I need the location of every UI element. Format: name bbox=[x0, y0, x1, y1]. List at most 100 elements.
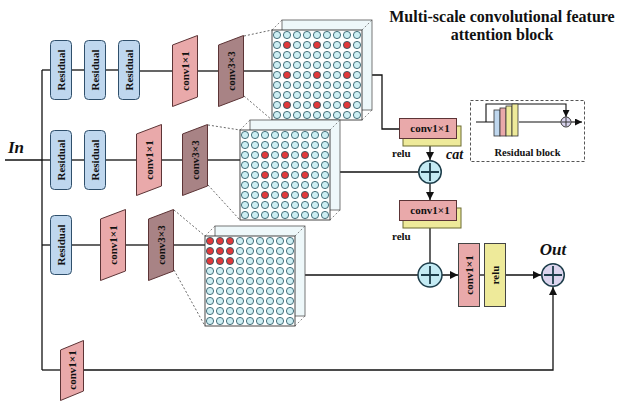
feature-cell bbox=[246, 307, 253, 314]
feature-cell bbox=[321, 211, 328, 218]
feature-cell bbox=[246, 267, 253, 274]
attention-conv-box: conv1×1 bbox=[399, 200, 461, 228]
feature-cell bbox=[273, 61, 280, 68]
feature-cell bbox=[313, 111, 320, 118]
connector bbox=[429, 146, 430, 160]
feature-cell bbox=[271, 171, 278, 178]
node-text: Residual bbox=[55, 50, 68, 91]
layer-symbol bbox=[500, 108, 506, 136]
feature-cell bbox=[246, 287, 253, 294]
node-text: conv1×1 bbox=[410, 202, 449, 218]
feature-cell bbox=[216, 277, 223, 284]
feature-cell bbox=[301, 201, 308, 208]
feature-cell bbox=[266, 257, 273, 264]
feature-cell bbox=[291, 171, 298, 178]
feature-cell bbox=[343, 51, 350, 58]
feature-cell bbox=[313, 101, 320, 108]
conv-shape bbox=[61, 340, 84, 400]
feature-cell bbox=[226, 287, 233, 294]
feature-cell bbox=[281, 161, 288, 168]
feature-cell bbox=[286, 267, 293, 274]
residual-shape bbox=[85, 131, 106, 190]
feature-cell bbox=[353, 111, 360, 118]
feature-cell bbox=[323, 71, 330, 78]
feature-cell bbox=[256, 257, 263, 264]
feature-cell bbox=[293, 71, 300, 78]
feature-cell bbox=[283, 111, 290, 118]
feature-cell bbox=[206, 297, 213, 304]
feature-cell bbox=[276, 247, 283, 254]
node-text: conv1×1 bbox=[107, 225, 120, 264]
feature-cell bbox=[246, 247, 253, 254]
feature-cell bbox=[323, 31, 330, 38]
feature-cell bbox=[241, 201, 248, 208]
feature-cell bbox=[291, 201, 298, 208]
wire bbox=[42, 159, 50, 160]
feature-cell bbox=[333, 81, 340, 88]
feature-cell bbox=[281, 151, 288, 158]
feature-cell bbox=[313, 31, 320, 38]
wire bbox=[208, 159, 240, 160]
feature-cell bbox=[271, 201, 278, 208]
feature-cell bbox=[353, 51, 360, 58]
feature-cell bbox=[283, 51, 290, 58]
feature-cell bbox=[216, 247, 223, 254]
feature-cell bbox=[236, 257, 243, 264]
perspective-line bbox=[295, 226, 305, 236]
feature-cell bbox=[321, 141, 328, 148]
feature-cell bbox=[241, 141, 248, 148]
conv-layer bbox=[400, 201, 457, 221]
feature-cell bbox=[246, 277, 253, 284]
residual-shape bbox=[51, 131, 72, 190]
feature-cell bbox=[226, 277, 233, 284]
conv1x1-box: conv1×1 bbox=[458, 243, 480, 307]
wire bbox=[42, 369, 60, 370]
node-text: conv3×3 bbox=[155, 225, 168, 264]
connector bbox=[140, 70, 172, 71]
residual-shape bbox=[51, 41, 72, 100]
feature-cell bbox=[301, 141, 308, 148]
feature-cell bbox=[216, 307, 223, 314]
feature-cell bbox=[261, 201, 268, 208]
feature-cell bbox=[241, 211, 248, 218]
output-sum-node: Out bbox=[541, 263, 565, 287]
feature-cell bbox=[261, 141, 268, 148]
feature-map-back bbox=[250, 120, 340, 210]
feature-cell bbox=[226, 267, 233, 274]
feature-cell bbox=[291, 151, 298, 158]
feature-cell bbox=[321, 171, 328, 178]
feature-cell bbox=[343, 31, 350, 38]
feature-cell bbox=[216, 267, 223, 274]
feature-cell bbox=[353, 41, 360, 48]
feature-cell bbox=[206, 237, 213, 244]
feature-map bbox=[272, 20, 372, 120]
connector bbox=[72, 244, 100, 245]
connector bbox=[106, 69, 118, 70]
feature-cell bbox=[276, 267, 283, 274]
feature-cell bbox=[273, 51, 280, 58]
feature-cell bbox=[206, 307, 213, 314]
feature-cell bbox=[241, 171, 248, 178]
feature-cell bbox=[303, 41, 310, 48]
feature-cell bbox=[206, 277, 213, 284]
feature-cell bbox=[281, 181, 288, 188]
feature-cell bbox=[286, 277, 293, 284]
feature-cell bbox=[323, 41, 330, 48]
conv-layer bbox=[400, 119, 457, 139]
feature-cell bbox=[251, 171, 258, 178]
feature-cell bbox=[241, 191, 248, 198]
feature-cell bbox=[283, 81, 290, 88]
feature-cell bbox=[283, 31, 290, 38]
feature-cell bbox=[293, 111, 300, 118]
feature-cell bbox=[283, 91, 290, 98]
feature-cell bbox=[353, 91, 360, 98]
wire bbox=[41, 70, 42, 370]
feature-cell bbox=[216, 317, 223, 324]
feature-cell bbox=[251, 181, 258, 188]
feature-cell bbox=[281, 131, 288, 138]
feature-cell bbox=[271, 161, 278, 168]
feature-cell bbox=[353, 101, 360, 108]
feature-cell bbox=[311, 171, 318, 178]
plus-sign bbox=[421, 163, 439, 181]
perspective-line bbox=[330, 210, 340, 220]
